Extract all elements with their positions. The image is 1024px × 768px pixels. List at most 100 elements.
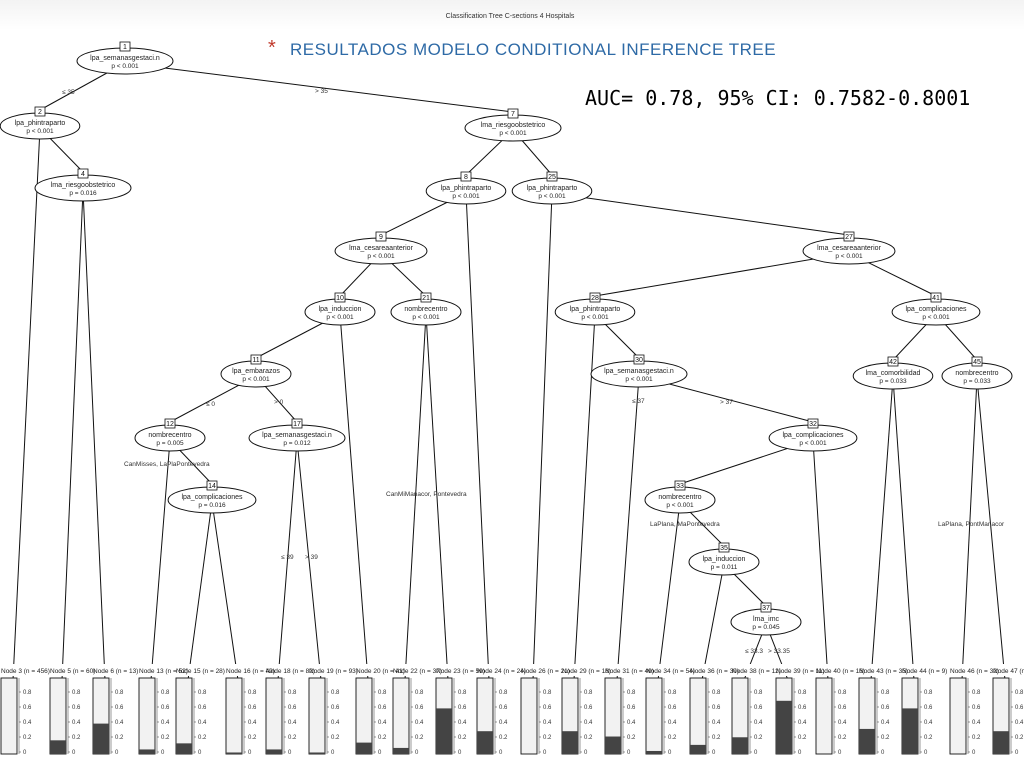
node-variable: lpa_induccion — [703, 556, 746, 563]
terminal-node: Node 3 (n = 456)0.80.60.40.20 — [0, 668, 50, 756]
leaf-tick-label: 0 — [798, 750, 802, 756]
leaf-tick-label: 0.2 — [584, 735, 593, 741]
node-id-box — [77, 168, 89, 179]
tree-edge — [124, 62, 514, 113]
tree-edge — [150, 439, 171, 681]
leaf-label: Node 34 (n = 54) — [646, 668, 695, 675]
node-id: 12 — [166, 421, 174, 428]
leaf-bar — [176, 743, 192, 754]
leaf-tick-label: 0.4 — [288, 720, 297, 726]
leaf-tick-label: 0 — [838, 750, 842, 756]
node-id-box — [119, 41, 131, 52]
leaf-tick-label: 0.6 — [72, 705, 81, 711]
leaf-tick-label: 0.4 — [627, 720, 636, 726]
node-id-box — [420, 292, 432, 303]
leaf-tick-label: 0.6 — [543, 705, 552, 711]
leaf-bar — [93, 723, 109, 754]
node-id-box — [334, 292, 346, 303]
node-id: 1 — [123, 44, 127, 51]
leaf-tick-label: 0.6 — [161, 705, 170, 711]
leaf-tick-label: 0.6 — [288, 705, 297, 711]
tree-edge — [551, 192, 850, 236]
node-id-box — [375, 231, 387, 242]
edge-label: > 37 — [720, 399, 733, 406]
leaf-bar — [859, 728, 875, 754]
leaf-tick-label: 0.2 — [668, 735, 677, 741]
node-variable: lma_cesareaanterior — [349, 245, 413, 252]
terminal-node: Node 47 (n = 14)0.80.60.40.20 — [992, 668, 1024, 756]
auc-statistic: AUC= 0.78, 95% CI: 0.7582-0.8001 — [585, 86, 971, 110]
leaf-tick-label: 0 — [924, 750, 928, 756]
leaf-tick-label: 0 — [881, 750, 885, 756]
leaf-tick-label: 0.6 — [458, 705, 467, 711]
node-variable: nombrecentro — [148, 432, 191, 439]
node-id: 10 — [336, 295, 344, 302]
leaf-bar — [50, 740, 66, 754]
leaf-tick-label: 0 — [198, 750, 202, 756]
node-id: 17 — [293, 421, 301, 428]
leaf-tick-label: 0.6 — [23, 705, 32, 711]
node-variable: lma_riesgoobstetrico — [51, 182, 116, 189]
leaf-label: Node 13 (n = 52) — [139, 668, 188, 675]
node-variable: lpa_phintraparto — [570, 306, 621, 313]
node-id: 8 — [464, 174, 468, 181]
terminal-node: Node 6 (n = 13)0.80.60.40.20 — [92, 668, 138, 756]
leaf-label: Node 44 (n = 9) — [902, 668, 947, 675]
node-id-box — [930, 292, 942, 303]
leaf-tick-label: 0.2 — [161, 735, 170, 741]
leaf-tick-label: 0.8 — [331, 690, 340, 696]
node-p-value: p = 0.011 — [711, 564, 738, 571]
leaf-bar — [732, 737, 748, 754]
title-marker: * — [268, 37, 276, 59]
tree-edge — [339, 313, 369, 681]
node-variable: lpa_complicaciones — [782, 432, 844, 439]
leaf-bar-frame — [689, 677, 707, 755]
node-p-value: p = 0.016 — [198, 502, 226, 509]
node-p-value: p < 0.001 — [666, 502, 694, 509]
terminal-node: Node 16 (n = 49)0.80.60.40.20 — [225, 668, 275, 756]
node-id-box — [291, 418, 303, 429]
leaf-tick-label: 0.2 — [754, 735, 763, 741]
leaf-tick-label: 0.8 — [115, 690, 124, 696]
leaf-label: Node 36 (n = 30) — [690, 668, 739, 675]
leaf-tick-label: 0.6 — [115, 705, 124, 711]
tree-edge — [892, 377, 915, 681]
edge-label: CanMiManacor, Pontevedra — [386, 491, 467, 498]
leaf-label: Node 20 (n = 41) — [356, 668, 405, 675]
leaf-tick-label: 0.8 — [754, 690, 763, 696]
node-id: 35 — [720, 545, 728, 552]
terminal-node: Node 38 (n = 12)0.80.60.40.20 — [731, 668, 781, 756]
header-band — [0, 0, 1024, 30]
leaf-tick-label: 0 — [1015, 750, 1019, 756]
node-id-box — [34, 106, 46, 117]
node-id-box — [164, 418, 176, 429]
leaf-label: Node 39 (n = 11) — [776, 668, 824, 675]
leaf-tick-label: 0.4 — [798, 720, 807, 726]
leaf-tick-label: 0.2 — [499, 735, 508, 741]
node-p-value: p = 0.033 — [963, 378, 991, 385]
terminal-node: Node 39 (n = 11)0.80.60.40.20 — [775, 668, 824, 756]
node-id: 45 — [973, 359, 981, 366]
leaf-tick-label: 0.8 — [378, 690, 387, 696]
leaf-tick-label: 0.2 — [458, 735, 467, 741]
node-p-value: p < 0.001 — [581, 314, 609, 321]
leaf-tick-label: 0.4 — [198, 720, 207, 726]
tree-edge — [296, 439, 322, 681]
leaf-tick-label: 0.2 — [881, 735, 890, 741]
node-id: 41 — [932, 295, 940, 302]
leaf-tick-label: 0.8 — [712, 690, 721, 696]
leaf-label: Node 22 (n = 37) — [393, 668, 442, 675]
tree-edge — [61, 189, 84, 681]
leaf-tick-label: 0.8 — [972, 690, 981, 696]
tree-edge — [532, 192, 553, 681]
leaf-tick-label: 0.8 — [499, 690, 508, 696]
terminal-node: Node 43 (n = 35)0.80.60.40.20 — [858, 668, 908, 756]
leaf-bar — [562, 731, 578, 754]
